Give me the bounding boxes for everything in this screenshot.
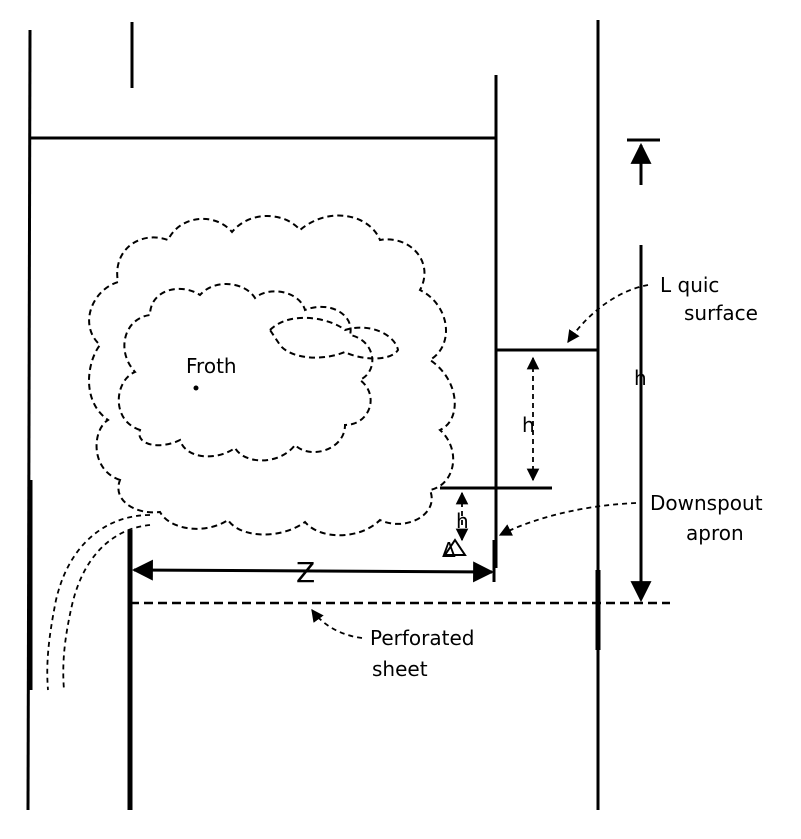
z-dimension-line <box>131 559 495 583</box>
inlet-liquid-stream <box>46 514 151 691</box>
froth-tongue <box>268 316 400 360</box>
label-downspout-apron-line1: Downspout <box>650 491 763 515</box>
label-liquid-surface-line2: surface <box>684 301 758 325</box>
delta-marker <box>443 538 467 556</box>
froth-outer-cloud <box>88 214 456 537</box>
label-h1: h <box>522 413 535 437</box>
downspout-apron-leader <box>498 502 637 536</box>
left-column-wall <box>26 29 32 811</box>
inlet-liquid-stream-inner <box>62 524 151 691</box>
perforated-sheet-leader <box>311 608 363 639</box>
froth-inner-cloud <box>117 282 374 462</box>
label-downspout-apron-line2: apron <box>686 521 744 545</box>
label-h: h <box>456 509 469 533</box>
label-z: Z <box>296 556 315 589</box>
label-liquid-surface-line1: L quic <box>660 273 719 297</box>
label-froth: Froth <box>186 354 237 378</box>
label-h-overall: h <box>634 366 647 390</box>
label-perforated-sheet-line1: Perforated <box>370 626 474 650</box>
liquid-surface-leader <box>567 284 649 344</box>
label-perforated-sheet-line2: sheet <box>372 657 428 681</box>
froth-dot <box>193 385 199 391</box>
label-delta: Δ <box>442 538 456 562</box>
